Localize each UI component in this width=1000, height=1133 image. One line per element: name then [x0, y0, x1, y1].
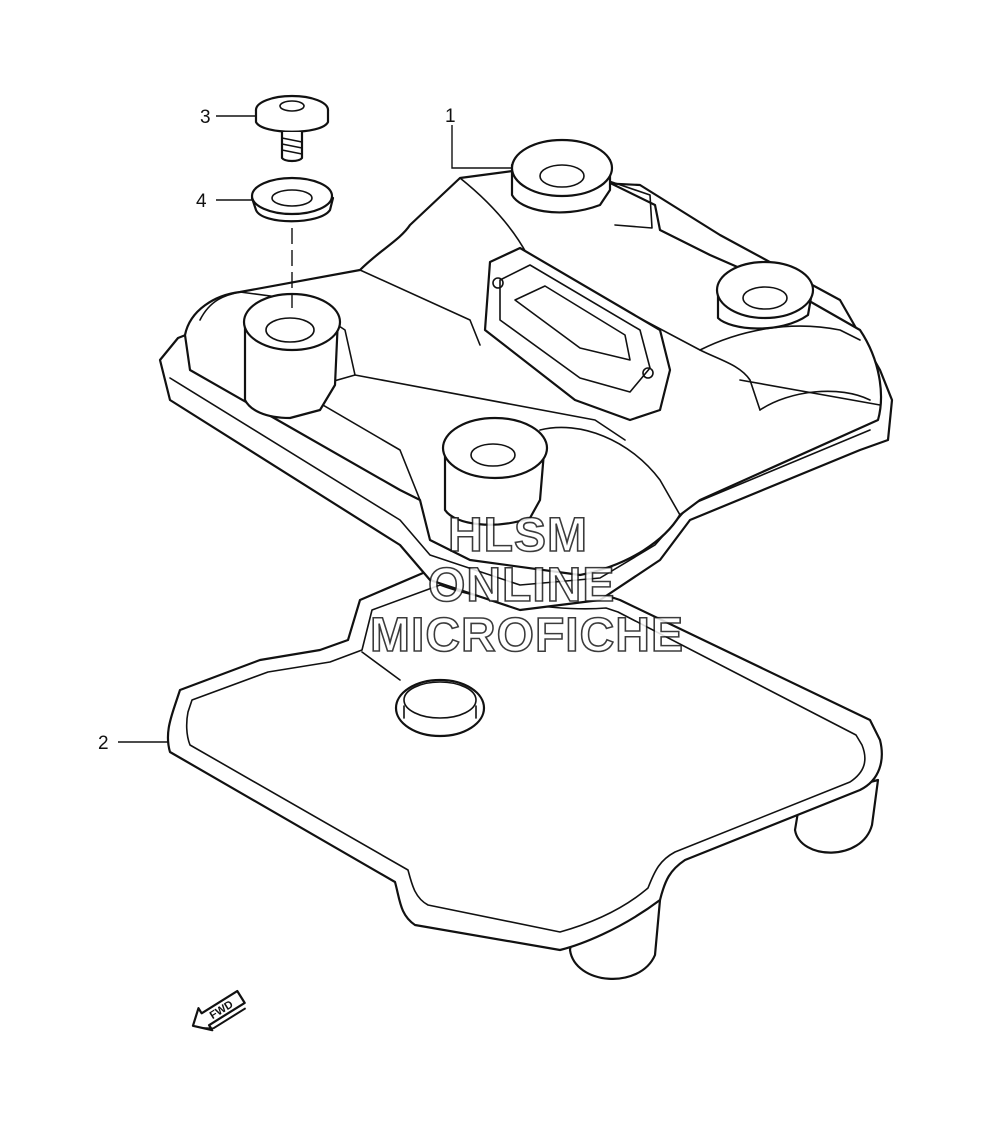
forward-arrow-icon: FWD	[191, 989, 247, 1032]
cylinder-head-cover	[158, 138, 894, 612]
callout-3: 3	[200, 107, 211, 128]
callout-1: 1	[445, 106, 456, 127]
cover-bolt	[254, 94, 330, 163]
watermark-line-1: HLSM	[447, 509, 588, 562]
watermark-line-2: ONLINE	[427, 559, 616, 612]
cylinder-head-cover-gasket	[166, 568, 883, 980]
leader-line-1	[451, 125, 512, 169]
callout-2: 2	[98, 733, 109, 754]
bolt-washer	[250, 176, 335, 223]
callout-4: 4	[196, 191, 207, 212]
watermark-line-3: MICROFICHE	[369, 609, 684, 662]
